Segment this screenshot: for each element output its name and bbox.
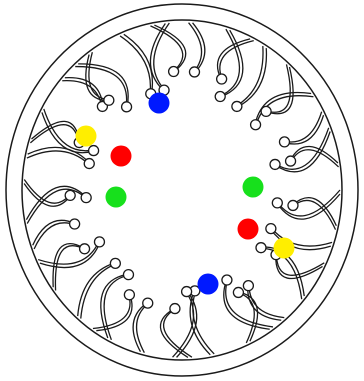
lipid-tail: [284, 112, 323, 144]
blue-molecule: [149, 93, 170, 114]
lipid-head: [266, 224, 276, 234]
lipid-head: [124, 290, 134, 300]
lipid-tail: [78, 263, 116, 319]
lipid-head: [233, 287, 243, 297]
lipid-tail: [120, 34, 152, 94]
yellow-molecule: [76, 126, 97, 147]
lipid-tail: [62, 78, 103, 107]
lipid-head: [169, 67, 179, 77]
lipid-head: [80, 244, 90, 254]
lipid-head: [182, 287, 192, 297]
lipid-head: [70, 219, 80, 229]
lipid-tail: [150, 23, 169, 90]
green-molecule: [106, 187, 127, 208]
lipid-tail: [189, 23, 205, 72]
lipid-head: [170, 304, 180, 314]
lipid-head: [122, 102, 132, 112]
lipid-head: [217, 74, 227, 84]
lipid-tail: [160, 309, 191, 358]
lipid-head: [270, 159, 280, 169]
lipid-head: [123, 270, 133, 280]
lipid-tail: [33, 220, 75, 249]
lipid-tail: [218, 39, 254, 79]
lipid-head: [261, 106, 271, 116]
lipid-head: [243, 281, 253, 291]
lipid-head: [256, 243, 266, 253]
lipid-head: [94, 237, 104, 247]
lipid-tail: [38, 241, 100, 267]
lipid-tail: [133, 303, 148, 353]
green-molecule: [243, 177, 264, 198]
red-molecule: [238, 219, 259, 240]
lipid-head: [272, 198, 282, 208]
lipid-head: [89, 146, 99, 156]
embedded-molecules: [76, 93, 295, 295]
lipid-head: [65, 190, 75, 200]
lipid-tail: [293, 198, 337, 230]
lipid-tail: [86, 52, 110, 101]
red-molecule: [111, 146, 132, 167]
lipid-head: [215, 92, 225, 102]
lipid-tail: [219, 29, 242, 97]
blue-molecule: [198, 274, 219, 295]
lipid-head: [143, 298, 153, 308]
lipid-head: [232, 101, 242, 111]
lipid-head: [286, 156, 296, 166]
lipid-tail: [248, 285, 285, 320]
lipid-head: [288, 200, 298, 210]
lipid-head: [189, 67, 199, 77]
lipid-tail: [26, 186, 86, 223]
lipid-head: [251, 120, 261, 130]
lipid-head: [110, 258, 120, 268]
lipid-head: [104, 95, 114, 105]
lipid-head: [81, 193, 91, 203]
lipid-tail: [173, 292, 197, 358]
lipid-head: [84, 159, 94, 169]
lipid-tail: [190, 291, 214, 355]
lipid-head: [279, 137, 289, 147]
lipid-heads: [65, 67, 298, 314]
lipid-tail: [266, 64, 294, 113]
yellow-molecule: [274, 238, 295, 259]
lipid-tail: [93, 294, 132, 330]
lipid-head: [222, 275, 232, 285]
